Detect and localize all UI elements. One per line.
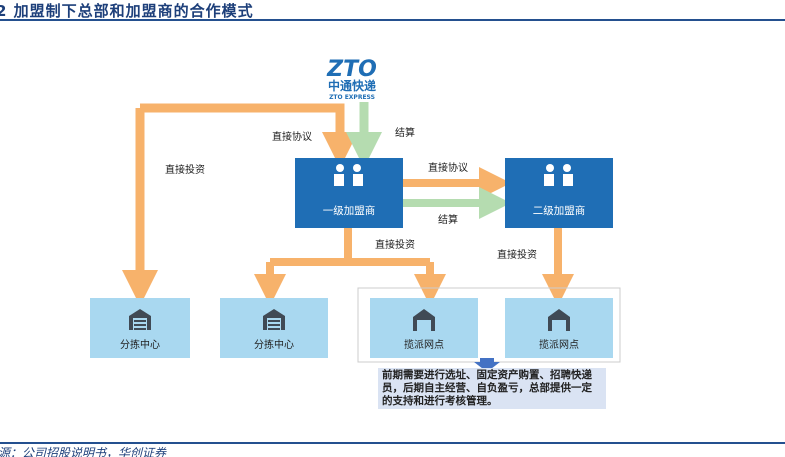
zto-logo: ZTO 中通快递 ZTO EXPRESS <box>326 57 377 101</box>
level1-franchisee-node: 一级加盟商 <box>295 158 403 228</box>
footer-rule <box>0 442 785 444</box>
garage-icon <box>548 309 570 331</box>
label-direct-agreement-hq: 直接协议 <box>272 130 312 143</box>
down-arrow-icon <box>474 358 500 372</box>
outlet-node-2: 揽派网点 <box>505 298 613 358</box>
hq-agreement-arrow <box>140 103 358 168</box>
outlet-note: 前期需要进行选址、固定资产购置、招聘快递员，后期自主经营、自负盈亏，总部提供一定… <box>378 368 606 409</box>
svg-text:揽派网点: 揽派网点 <box>539 338 579 351</box>
label-direct-agreement-l1: 直接协议 <box>428 161 468 174</box>
label-direct-invest-l1: 直接投资 <box>375 238 415 251</box>
sorting-center-node-2: 分拣中心 <box>220 298 328 358</box>
svg-text:ZTO EXPRESS: ZTO EXPRESS <box>329 94 375 101</box>
handshake-icon <box>544 164 573 186</box>
figure-title: 2 加盟制下总部和加盟商的合作模式 <box>0 2 254 20</box>
title-rule <box>0 19 785 21</box>
outlet-node-1: 揽派网点 <box>370 298 478 358</box>
svg-text:二级加盟商: 二级加盟商 <box>533 204 586 217</box>
level2-franchisee-node: 二级加盟商 <box>505 158 613 228</box>
svg-text:一级加盟商: 一级加盟商 <box>323 204 376 217</box>
garage-icon <box>413 309 435 331</box>
l1-invest-branch <box>270 228 430 266</box>
source-note: 源：公司招股说明书，华创证券 <box>0 446 167 457</box>
svg-text:分拣中心: 分拣中心 <box>254 338 294 351</box>
label-settlement-hq: 结算 <box>395 126 415 139</box>
label-settlement-l1: 结算 <box>438 213 458 226</box>
svg-text:分拣中心: 分拣中心 <box>120 338 160 351</box>
svg-text:中通快递: 中通快递 <box>328 78 376 93</box>
sorting-center-node-1: 分拣中心 <box>90 298 190 358</box>
label-direct-invest-l2: 直接投资 <box>497 248 537 261</box>
svg-text:ZTO: ZTO <box>326 57 377 82</box>
label-direct-invest-left: 直接投资 <box>165 163 205 176</box>
handshake-icon <box>334 164 363 186</box>
svg-text:揽派网点: 揽派网点 <box>404 338 444 351</box>
